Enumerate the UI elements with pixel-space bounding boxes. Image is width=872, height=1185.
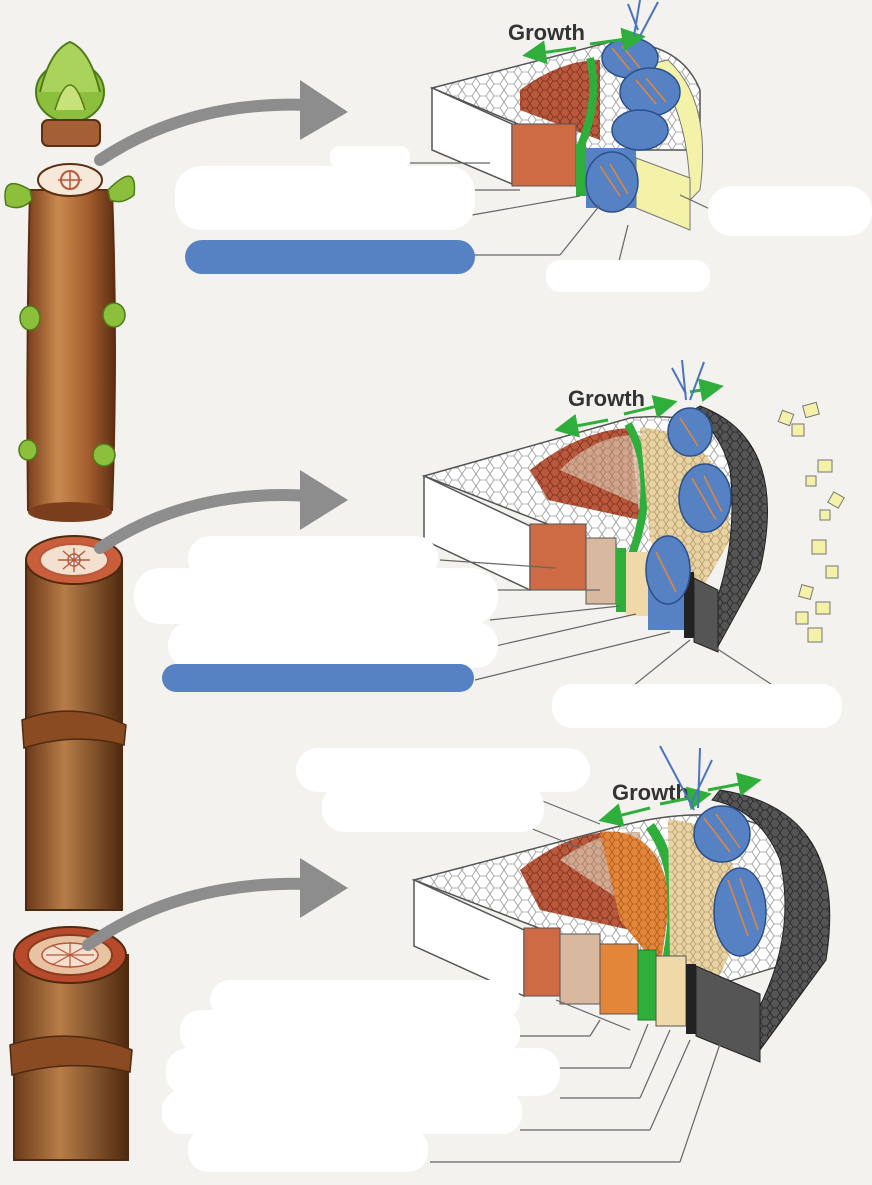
annotation-vascular-bundles: [693, 805, 767, 957]
growth-label-2: Growth: [568, 386, 645, 411]
answer-bar-2: [162, 664, 474, 692]
third-year-stem-illustration: [9, 926, 133, 1161]
leader-lines-1: [410, 162, 713, 266]
annotation-hatching: [703, 813, 759, 937]
label-blanks-2: [134, 536, 842, 728]
young-stem-illustration: [4, 40, 136, 522]
answer-bar-1: [185, 240, 475, 274]
pointer-arrow-1: [94, 80, 348, 166]
annotation-hatching: [599, 45, 667, 197]
label-blanks-1: [175, 146, 872, 292]
annotation-hatching: [655, 417, 723, 593]
cross-section-panel-2: Growth: [134, 359, 845, 728]
pointer-arrow-3: [82, 858, 348, 951]
annotation-vascular-bundles: [645, 407, 732, 605]
growth-label-1: Growth: [508, 20, 585, 45]
leader-lines-2: [439, 559, 781, 691]
leader-lines-3: [430, 799, 721, 1163]
terminal-bud-icon: [35, 40, 105, 147]
label-blanks-3: [162, 748, 590, 1172]
cross-section-panel-1: Growth: [175, 0, 872, 292]
cross-section-panel-3: Growth: [162, 745, 831, 1172]
lateral-bud-icon: [4, 175, 136, 467]
pointer-arrow-2: [94, 470, 348, 554]
peeling-epidermis: [777, 401, 845, 643]
second-year-stem-illustration: [21, 535, 127, 911]
